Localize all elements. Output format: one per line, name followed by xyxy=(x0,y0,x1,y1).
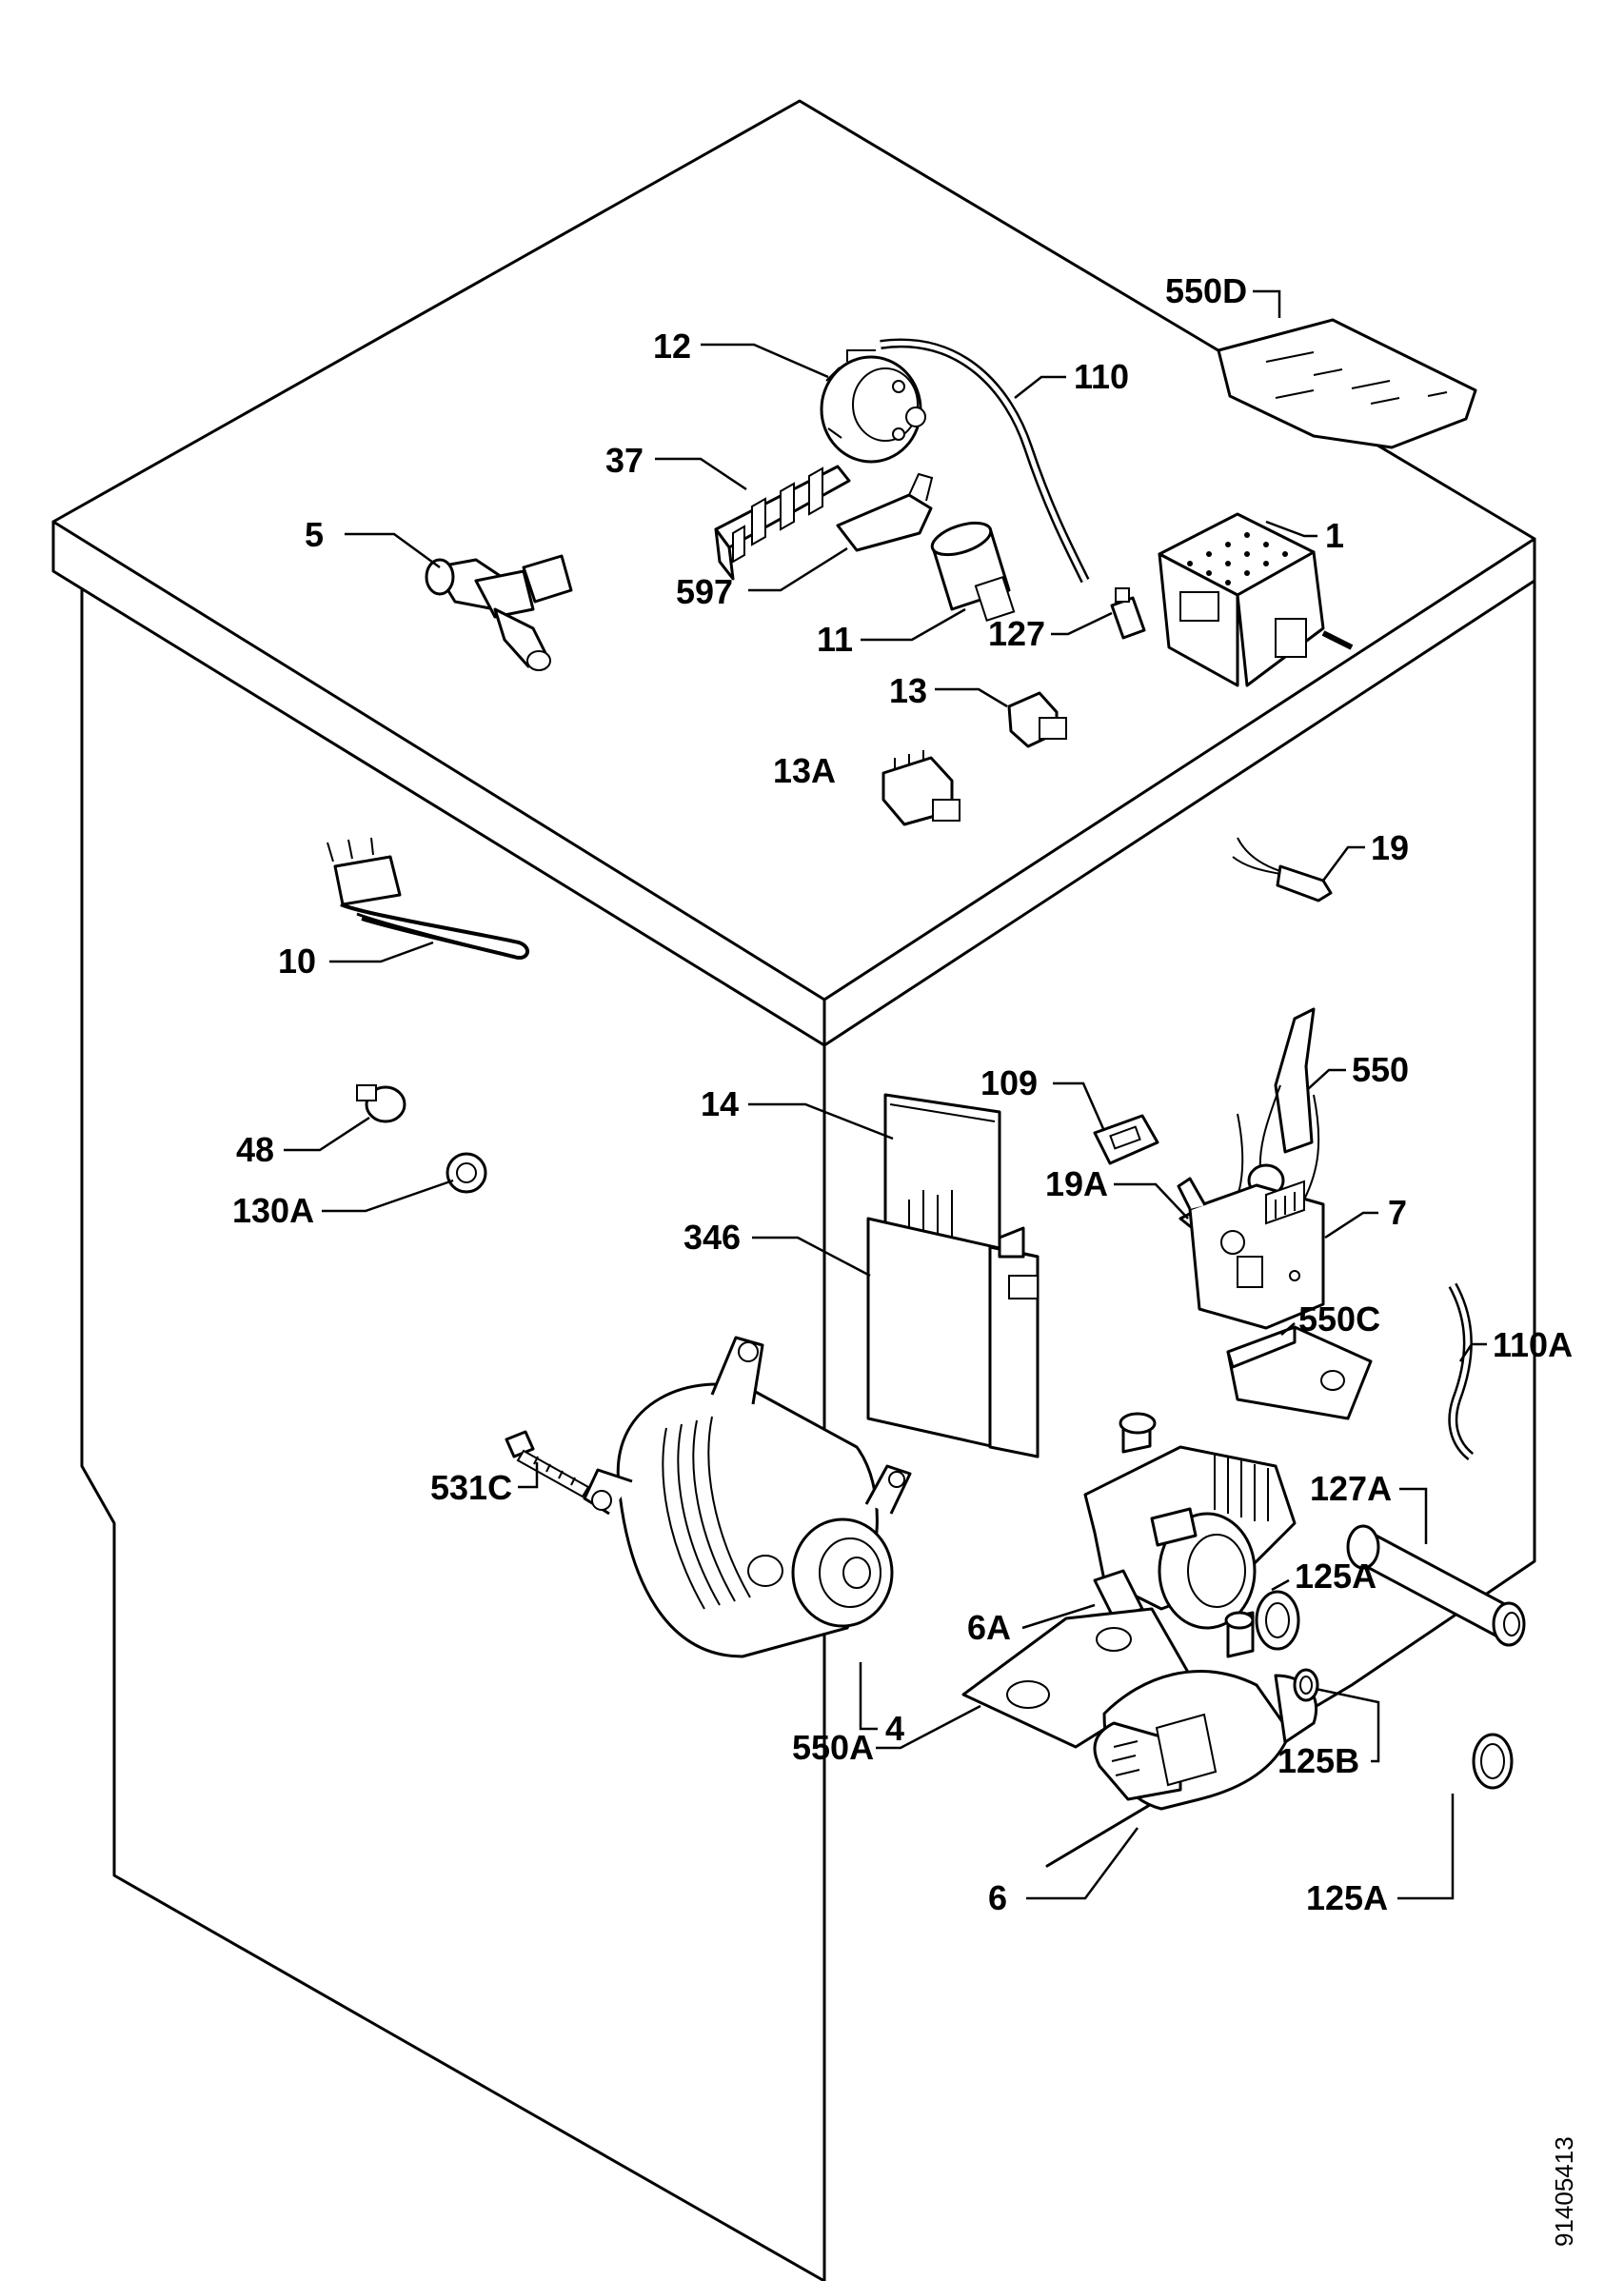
solenoid-valve-part-5 xyxy=(425,554,573,671)
callout-leader-10 xyxy=(329,941,434,963)
callout-leader-13 xyxy=(935,687,1008,708)
callout-label-19a: 19A xyxy=(1045,1164,1108,1203)
callout-label-127a: 127A xyxy=(1310,1469,1392,1508)
callout-labels: 14566A71011121313A141919A3748109110110A1… xyxy=(232,271,1573,1917)
callout-leader-550d xyxy=(1253,289,1281,318)
callout-leader-11 xyxy=(861,607,966,642)
callout-label-6a: 6A xyxy=(967,1608,1011,1647)
dispenser-housing-part-346 xyxy=(866,1217,1040,1458)
callout-label-14: 14 xyxy=(701,1084,739,1123)
terminal-block-part-37 xyxy=(714,465,851,581)
pump-motor-part-4 xyxy=(583,1336,912,1658)
sensor-part-19 xyxy=(1232,837,1333,902)
heating-element-part-10 xyxy=(327,837,529,960)
callout-leaders xyxy=(284,289,1487,1900)
callout-label-550c: 550C xyxy=(1298,1299,1380,1339)
callout-leader-6a xyxy=(1021,1603,1096,1630)
callout-leader-110 xyxy=(1014,375,1066,399)
callout-label-550a: 550A xyxy=(792,1728,874,1767)
callout-label-5: 5 xyxy=(305,515,324,554)
cover-part-109 xyxy=(1093,1114,1159,1165)
callout-leader-125b xyxy=(1315,1687,1380,1763)
callout-leader-550 xyxy=(1307,1068,1346,1090)
callout-leader-7 xyxy=(1324,1211,1378,1240)
connector-part-13 xyxy=(1007,691,1067,748)
programmer-part-1 xyxy=(1158,512,1354,687)
callout-label-550d: 550D xyxy=(1165,271,1247,310)
door-lock-part-7 xyxy=(1177,1177,1325,1330)
drain-pump-part-6a xyxy=(1083,1412,1297,1630)
callout-leader-14 xyxy=(748,1102,894,1140)
screw-part-531c xyxy=(505,1430,590,1498)
callout-label-37: 37 xyxy=(605,441,644,480)
callout-leader-4 xyxy=(859,1662,878,1731)
callout-leader-550a xyxy=(876,1704,981,1750)
callout-label-6: 6 xyxy=(988,1878,1007,1917)
pump-cover-part-550a xyxy=(961,1607,1192,1749)
callout-label-4: 4 xyxy=(885,1709,904,1748)
callout-leader-110a xyxy=(1458,1342,1487,1362)
nut-part-130a xyxy=(446,1152,487,1194)
callout-label-13a: 13A xyxy=(773,751,836,790)
hose-part-127a xyxy=(1346,1524,1526,1647)
callout-leader-37 xyxy=(655,457,747,491)
callout-leader-6 xyxy=(1026,1827,1139,1900)
connector-part-13a xyxy=(881,750,961,826)
capacitor-part-11 xyxy=(930,521,1016,622)
callout-label-7: 7 xyxy=(1388,1193,1407,1232)
callout-label-125a-bottom: 125A xyxy=(1306,1878,1388,1917)
callout-label-110a: 110A xyxy=(1493,1325,1573,1364)
callout-label-1: 1 xyxy=(1325,516,1344,555)
indicator-part-48 xyxy=(356,1084,406,1123)
callout-leader-12 xyxy=(701,343,829,379)
cover-plate-part-550d xyxy=(1217,318,1477,449)
callout-leader-5 xyxy=(345,532,441,569)
seal-part-125b xyxy=(1293,1668,1319,1702)
callout-leader-127 xyxy=(1051,611,1113,636)
callout-leader-19a xyxy=(1114,1182,1189,1220)
pressure-switch-part-12 xyxy=(820,349,926,464)
callout-leader-1 xyxy=(1265,520,1317,538)
callout-leader-597 xyxy=(748,546,848,592)
connector-part-127 xyxy=(1110,587,1146,640)
callout-leader-125a-top xyxy=(1271,1578,1290,1592)
document-number: 91405413 xyxy=(1550,2136,1578,2247)
callout-label-531c: 531C xyxy=(430,1468,512,1507)
callout-leader-125a-bottom xyxy=(1397,1794,1455,1900)
callout-leader-19 xyxy=(1321,845,1365,882)
callout-label-12: 12 xyxy=(653,327,691,366)
cover-part-550c xyxy=(1226,1325,1373,1420)
callout-leader-109 xyxy=(1053,1081,1106,1132)
callout-leader-346 xyxy=(752,1236,871,1278)
seal-part-125a-bottom xyxy=(1472,1733,1514,1790)
cable-harness-part-550 xyxy=(1247,1007,1320,1200)
callout-label-110: 110 xyxy=(1074,357,1129,396)
seal-part-125a-top xyxy=(1255,1590,1300,1651)
callout-label-13: 13 xyxy=(889,671,927,710)
clip-part-597 xyxy=(836,472,934,552)
callout-label-19: 19 xyxy=(1371,828,1409,867)
callout-label-125a-top: 125A xyxy=(1295,1557,1376,1596)
callout-label-127: 127 xyxy=(988,614,1045,653)
cabinet-left-side xyxy=(80,588,826,2281)
callout-label-597: 597 xyxy=(676,572,733,611)
callout-label-125b: 125B xyxy=(1277,1741,1359,1780)
drain-pump-part-6 xyxy=(1093,1611,1318,1811)
callout-label-346: 346 xyxy=(683,1218,741,1257)
callout-leader-130a xyxy=(322,1179,454,1213)
callout-label-10: 10 xyxy=(278,942,316,981)
callout-leader-127a xyxy=(1399,1487,1428,1544)
callout-leader-550c xyxy=(1280,1322,1296,1336)
callout-label-130a: 130A xyxy=(232,1191,314,1230)
callout-leader-48 xyxy=(284,1116,370,1152)
callout-leader-531c xyxy=(518,1462,539,1489)
callout-label-48: 48 xyxy=(236,1130,274,1169)
callout-label-109: 109 xyxy=(980,1063,1038,1102)
callout-label-550: 550 xyxy=(1352,1050,1409,1089)
callout-label-11: 11 xyxy=(817,620,853,659)
